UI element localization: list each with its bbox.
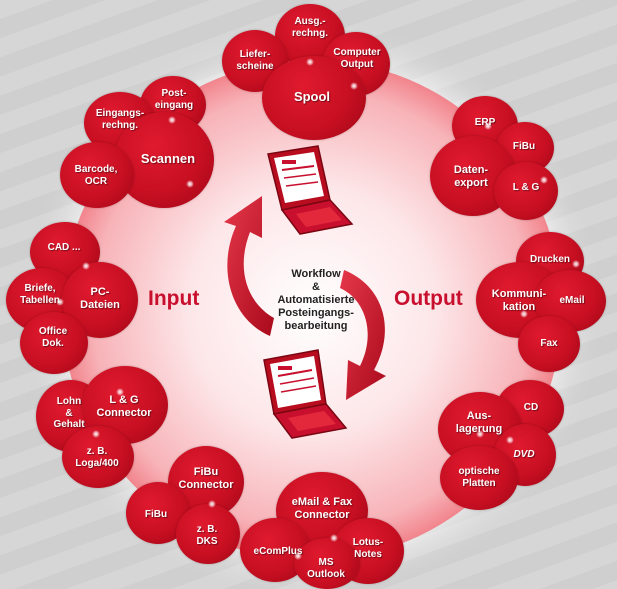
label-datenexport: Daten- export [453, 164, 489, 189]
label-optische-platten: optische Platten [458, 466, 500, 489]
label-computer-output: Computer Output [333, 47, 381, 70]
sparkle [540, 176, 548, 184]
bubble-lg [494, 162, 558, 220]
label-kommunikation: Kommuni- kation [491, 288, 547, 313]
center-label: Workflow & Automatisierte Posteingangs- … [277, 268, 355, 332]
bubble-office-dok [20, 312, 88, 374]
workflow-arrow-left [224, 196, 274, 336]
sparkle [330, 534, 338, 542]
sparkle [116, 388, 124, 396]
sparkle [168, 116, 176, 124]
label-barcode-ocr: Barcode, OCR [74, 164, 118, 187]
sparkle [520, 310, 528, 318]
label-auslagerung: Aus- lagerung [455, 410, 503, 435]
bubble-dks [176, 504, 240, 564]
label-scannen: Scannen [140, 151, 196, 166]
label-email: eMail [559, 295, 585, 306]
bubble-spool [262, 56, 366, 140]
label-ecomplus: eComPlus [253, 546, 303, 557]
sparkle [306, 58, 314, 66]
bubble-barcode-ocr [60, 142, 134, 208]
sparkle [484, 122, 492, 130]
label-briefe-tabellen: Briefe, Tabellen [20, 283, 60, 306]
label-cd: CD [523, 402, 539, 413]
sparkle [294, 552, 302, 560]
sparkle [186, 180, 194, 188]
label-lotus-notes: Lotus- Notes [352, 537, 384, 560]
output-label: Output [394, 287, 463, 310]
sparkle [350, 82, 358, 90]
label-drucken: Drucken [529, 254, 570, 265]
label-lieferscheine: Liefer- scheine [236, 49, 274, 72]
label-office-dok: Office Dok. [38, 326, 68, 349]
label-ausg-rechng: Ausg.- rechng. [291, 16, 329, 39]
label-lg-connector: L & G Connector [96, 394, 152, 419]
workflow-arrow-right [340, 270, 386, 400]
sparkle [56, 298, 64, 306]
label-pc-dateien: PC- Dateien [80, 286, 120, 311]
sparkle [476, 430, 484, 438]
sparkle [82, 262, 90, 270]
label-fibu-left: FiBu [144, 509, 168, 520]
label-cad: CAD ... [47, 242, 81, 253]
label-eingangs-rechng: Eingangs- rechng. [95, 108, 145, 131]
input-label: Input [148, 287, 200, 310]
label-posteingang: Post- eingang [154, 88, 194, 111]
label-fibu: FiBu [512, 141, 536, 152]
label-loga: z. B. Loga/400 [75, 446, 119, 469]
label-ms-outlook: MS Outlook [307, 557, 345, 580]
sparkle [208, 500, 216, 508]
sparkle [92, 430, 100, 438]
label-dvd: DVD [513, 449, 535, 460]
label-lg: L & G [512, 182, 540, 193]
label-fibu-connector: FiBu Connector [178, 466, 234, 491]
sparkle [572, 260, 580, 268]
label-lohn-gehalt: Lohn & Gehalt [53, 396, 85, 430]
laptop-icon [267, 145, 354, 235]
bubble-optische-platten [440, 446, 518, 510]
bubble-fax [518, 316, 580, 372]
label-dks: z. B. DKS [196, 524, 218, 547]
label-email-fax-connector: eMail & Fax Connector [291, 496, 353, 521]
sparkle [506, 436, 514, 444]
bubble-ms-outlook [294, 538, 360, 589]
bubble-scannen [114, 112, 214, 208]
label-spool: Spool [293, 89, 331, 104]
laptop-icon [263, 349, 348, 439]
label-fax: Fax [540, 338, 558, 349]
